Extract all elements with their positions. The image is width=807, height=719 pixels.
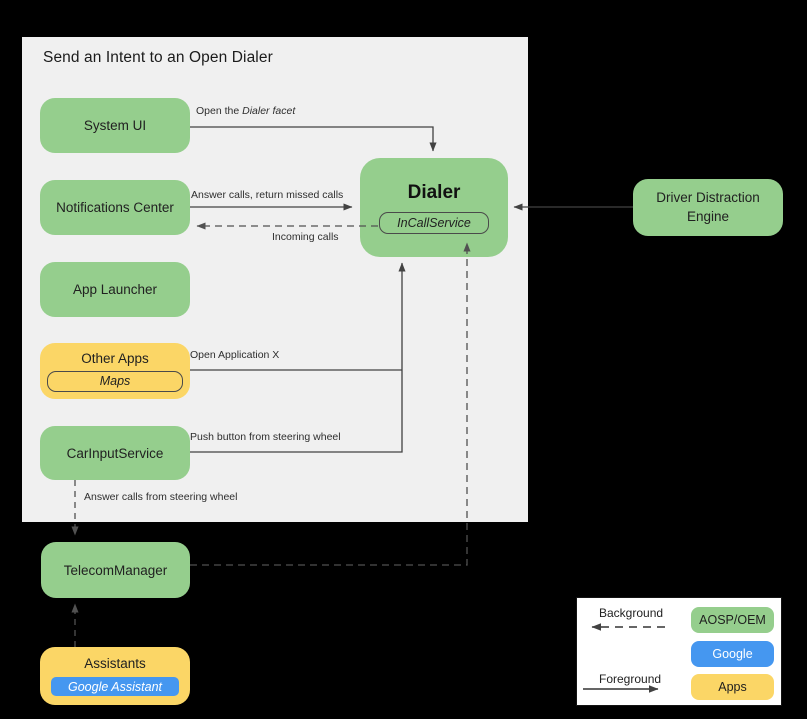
node-label: Other Apps (81, 350, 149, 366)
node-driver-distraction-engine: Driver Distraction Engine (633, 179, 783, 236)
node-system-ui: System UI (40, 98, 190, 153)
node-label: Dialer (407, 181, 461, 203)
node-notifications-center: Notifications Center (40, 180, 190, 235)
node-label: System UI (83, 118, 147, 133)
legend-pill-apps: Apps (691, 674, 774, 700)
node-label: Google Assistant (67, 679, 163, 694)
legend-pill-google: Google (691, 641, 774, 667)
node-label: CarInputService (66, 445, 164, 461)
node-label: App Launcher (72, 282, 158, 297)
node-maps: Maps (47, 370, 183, 392)
node-other-apps: Other Apps Maps (40, 343, 190, 399)
edge-label-open-dialer-facet: Open the Dialer facet (196, 105, 295, 117)
edge-label-text: Open the (196, 105, 243, 117)
node-assistants: Assistants Google Assistant (40, 647, 190, 705)
node-car-input-service: CarInputService (40, 426, 190, 480)
node-label: Assistants (84, 656, 146, 671)
edge-label-italic: Dialer facet (242, 105, 296, 117)
node-label: InCallService (397, 215, 471, 230)
edge-label-answer-steering: Answer calls from steering wheel (84, 491, 238, 503)
node-app-launcher: App Launcher (40, 262, 190, 317)
diagram-title: Send an Intent to an Open Dialer (43, 49, 273, 66)
legend-background-label: Background (599, 606, 664, 620)
edge-label-answer-calls: Answer calls, return missed calls (191, 189, 344, 201)
node-label: Driver Distraction Engine (656, 190, 760, 224)
node-label: Notifications Center (56, 200, 174, 215)
edge-label-push-button: Push button from steering wheel (190, 431, 341, 443)
node-telecom-manager: TelecomManager (41, 542, 190, 598)
node-google-assistant: Google Assistant (51, 677, 179, 696)
node-dialer: Dialer InCallService (360, 158, 508, 257)
edge-label-open-application-x: Open Application X (190, 349, 280, 361)
node-label: Maps (99, 374, 131, 388)
legend-pill-aosp-oem: AOSP/OEM (691, 607, 774, 633)
legend: Background Foreground AOSP/OEM Google Ap… (576, 597, 782, 706)
edge-label-incoming-calls: Incoming calls (272, 231, 339, 243)
node-label: TelecomManager (63, 562, 168, 578)
legend-foreground-label: Foreground (599, 672, 662, 686)
node-in-call-service: InCallService (379, 211, 489, 234)
